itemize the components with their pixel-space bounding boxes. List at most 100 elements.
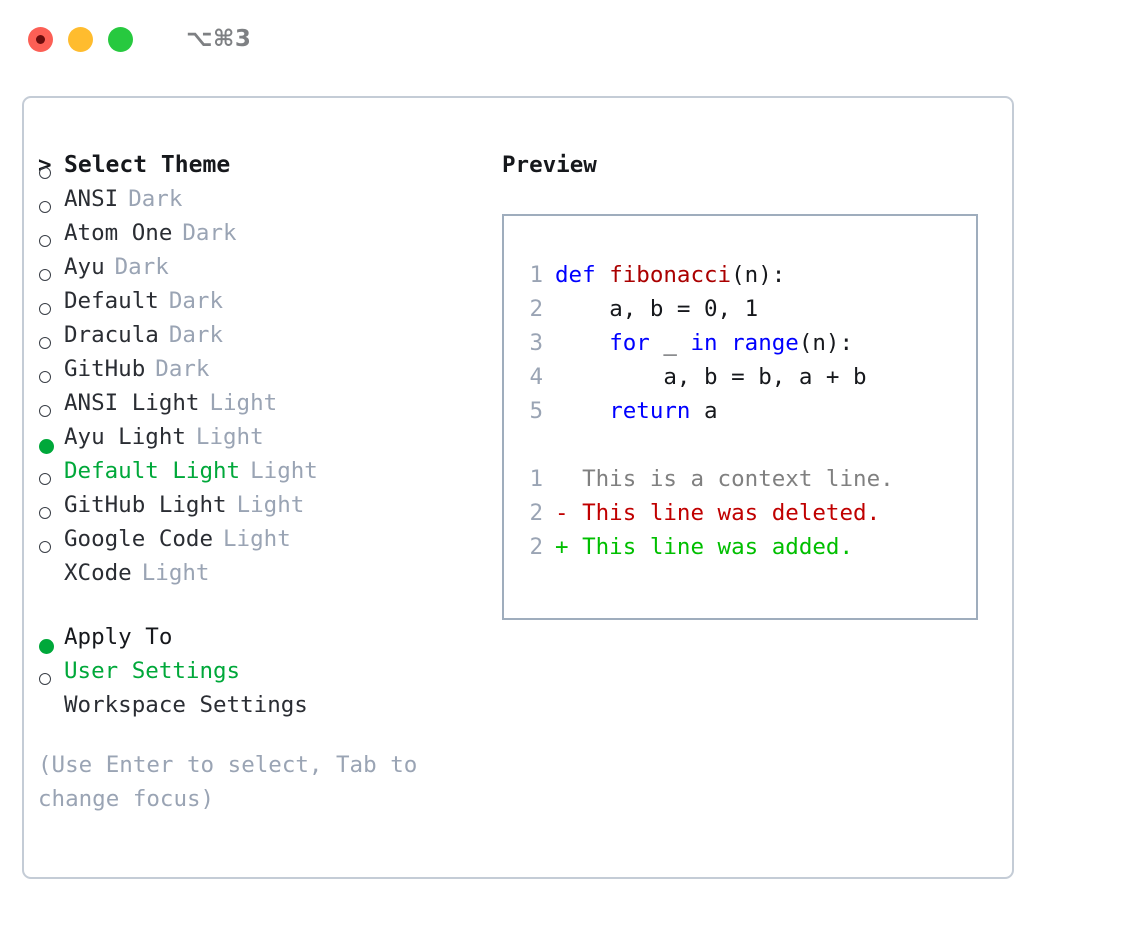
code-line-content: for _ in range(n): (555, 326, 853, 360)
theme-name: Atom One (64, 220, 173, 246)
line-number: 4 (529, 364, 543, 390)
diff-line-text: This line was added. (582, 534, 854, 560)
code-token: fibonacci (609, 262, 732, 288)
line-number: 3 (529, 330, 543, 356)
close-button[interactable] (28, 26, 53, 52)
radio-unselected-icon[interactable]: ○ (38, 371, 64, 420)
theme-name: GitHub Light (64, 492, 227, 518)
apply-to-option[interactable]: ●User Settings (38, 639, 488, 688)
theme-name: Ayu (64, 254, 105, 280)
radio-unselected-icon[interactable]: ○ (38, 541, 64, 590)
theme-category-badge: Dark (168, 288, 224, 314)
line-number: 2 (529, 500, 543, 526)
diff-marker: - (555, 500, 583, 526)
theme-category-badge: Light (236, 492, 305, 518)
radio-unselected-icon[interactable]: ○ (38, 303, 64, 352)
theme-list-item[interactable]: ○XCode Light (38, 541, 488, 590)
code-line-content: a, b = b, a + b (555, 360, 866, 394)
title-bar: ⌥⌘3 (0, 0, 1140, 78)
theme-list-item[interactable]: ○ANSI Light Light (38, 371, 488, 420)
apply-to-option[interactable]: ○Workspace Settings (38, 673, 488, 722)
code-token: def (555, 262, 610, 288)
theme-name: XCode (64, 560, 132, 586)
keyboard-shortcut-label: ⌥⌘3 (186, 26, 252, 52)
keyboard-hint-text: (Use Enter to select, Tab to change focu… (38, 752, 418, 812)
theme-name: ANSI Light (64, 390, 200, 416)
diff-line: 2 + This line was added. (521, 530, 894, 564)
theme-list-item[interactable]: ○Ayu Dark (38, 235, 488, 284)
code-line: 2 a, b = 0, 1 (521, 292, 894, 326)
theme-list-item[interactable]: ○GitHub Dark (38, 337, 488, 386)
code-token: in (690, 330, 732, 356)
minimize-button[interactable] (68, 26, 93, 52)
page-title: Select Theme (64, 152, 231, 178)
line-number: 2 (529, 296, 543, 322)
diff-line-text: This line was deleted. (582, 500, 881, 526)
diff-line-text: This is a context line. (582, 466, 894, 492)
theme-list-item[interactable]: ○ANSI Dark (38, 167, 488, 216)
theme-list-item[interactable]: ○Google Code Light (38, 507, 488, 556)
theme-category-badge: Light (223, 526, 291, 552)
theme-name: GitHub (64, 356, 146, 382)
apply-to-heading: Apply To (38, 620, 488, 654)
radio-unselected-icon[interactable]: ○ (38, 405, 64, 454)
line-number: 1 (529, 466, 543, 492)
theme-name: Google Code (64, 526, 214, 552)
diff-line: 1 This is a context line. (521, 462, 894, 496)
radio-unselected-icon[interactable]: ○ (38, 473, 64, 522)
theme-name: Default Light (64, 458, 241, 484)
code-line: 5 return a (521, 394, 894, 428)
select-theme-heading: > Select Theme (38, 148, 488, 182)
radio-unselected-icon[interactable]: ○ (38, 201, 64, 250)
theme-list-item[interactable]: ○Dracula Dark (38, 303, 488, 352)
line-number: 2 (529, 534, 543, 560)
apply-to-options: ●User Settings○Workspace Settings (38, 639, 488, 722)
apply-to-option-label: User Settings (64, 658, 241, 684)
theme-category-badge: Dark (128, 186, 183, 212)
radio-unselected-icon[interactable]: ○ (38, 167, 64, 216)
theme-list-item[interactable]: ○Default Dark (38, 269, 488, 318)
theme-name: ANSI (64, 186, 119, 212)
radio-unselected-icon[interactable]: ○ (38, 235, 64, 284)
theme-category-badge: Dark (114, 254, 169, 280)
code-line: 1 def fibonacci(n): (521, 258, 894, 292)
theme-category-badge: Light (209, 390, 278, 416)
theme-category-badge: Dark (168, 322, 224, 348)
line-number: 5 (529, 398, 543, 424)
code-line-content: def fibonacci(n): (555, 258, 785, 292)
code-token: a (704, 398, 718, 424)
radio-selected-icon[interactable]: ● (38, 439, 64, 488)
code-line-content: return a (555, 394, 718, 428)
code-blank-line (521, 428, 894, 462)
radio-unselected-icon[interactable]: ○ (38, 673, 64, 722)
radio-unselected-icon[interactable]: ○ (38, 269, 64, 318)
theme-category-badge: Light (250, 458, 318, 484)
theme-name: Dracula (64, 322, 159, 348)
code-line: 3 for _ in range(n): (521, 326, 894, 360)
code-token: _ (663, 330, 691, 356)
code-token: return (609, 398, 705, 424)
theme-category-badge: Dark (155, 356, 210, 382)
preview-title: Preview (502, 152, 597, 178)
theme-list-item[interactable]: ○GitHub Light Light (38, 473, 488, 522)
theme-category-badge: Light (141, 560, 210, 586)
line-number: 1 (529, 262, 543, 288)
theme-list-item[interactable]: ●Default Light Light (38, 439, 488, 488)
maximize-button[interactable] (108, 26, 133, 52)
diff-marker: + (555, 534, 583, 560)
radio-unselected-icon[interactable]: ○ (38, 507, 64, 556)
diff-line: 2- This line was deleted. (521, 496, 894, 530)
theme-name: Default (64, 288, 159, 314)
diff-marker (555, 462, 582, 496)
apply-to-label: Apply To (64, 624, 173, 650)
radio-selected-icon[interactable]: ● (38, 639, 64, 688)
radio-unselected-icon[interactable]: ○ (38, 337, 64, 386)
